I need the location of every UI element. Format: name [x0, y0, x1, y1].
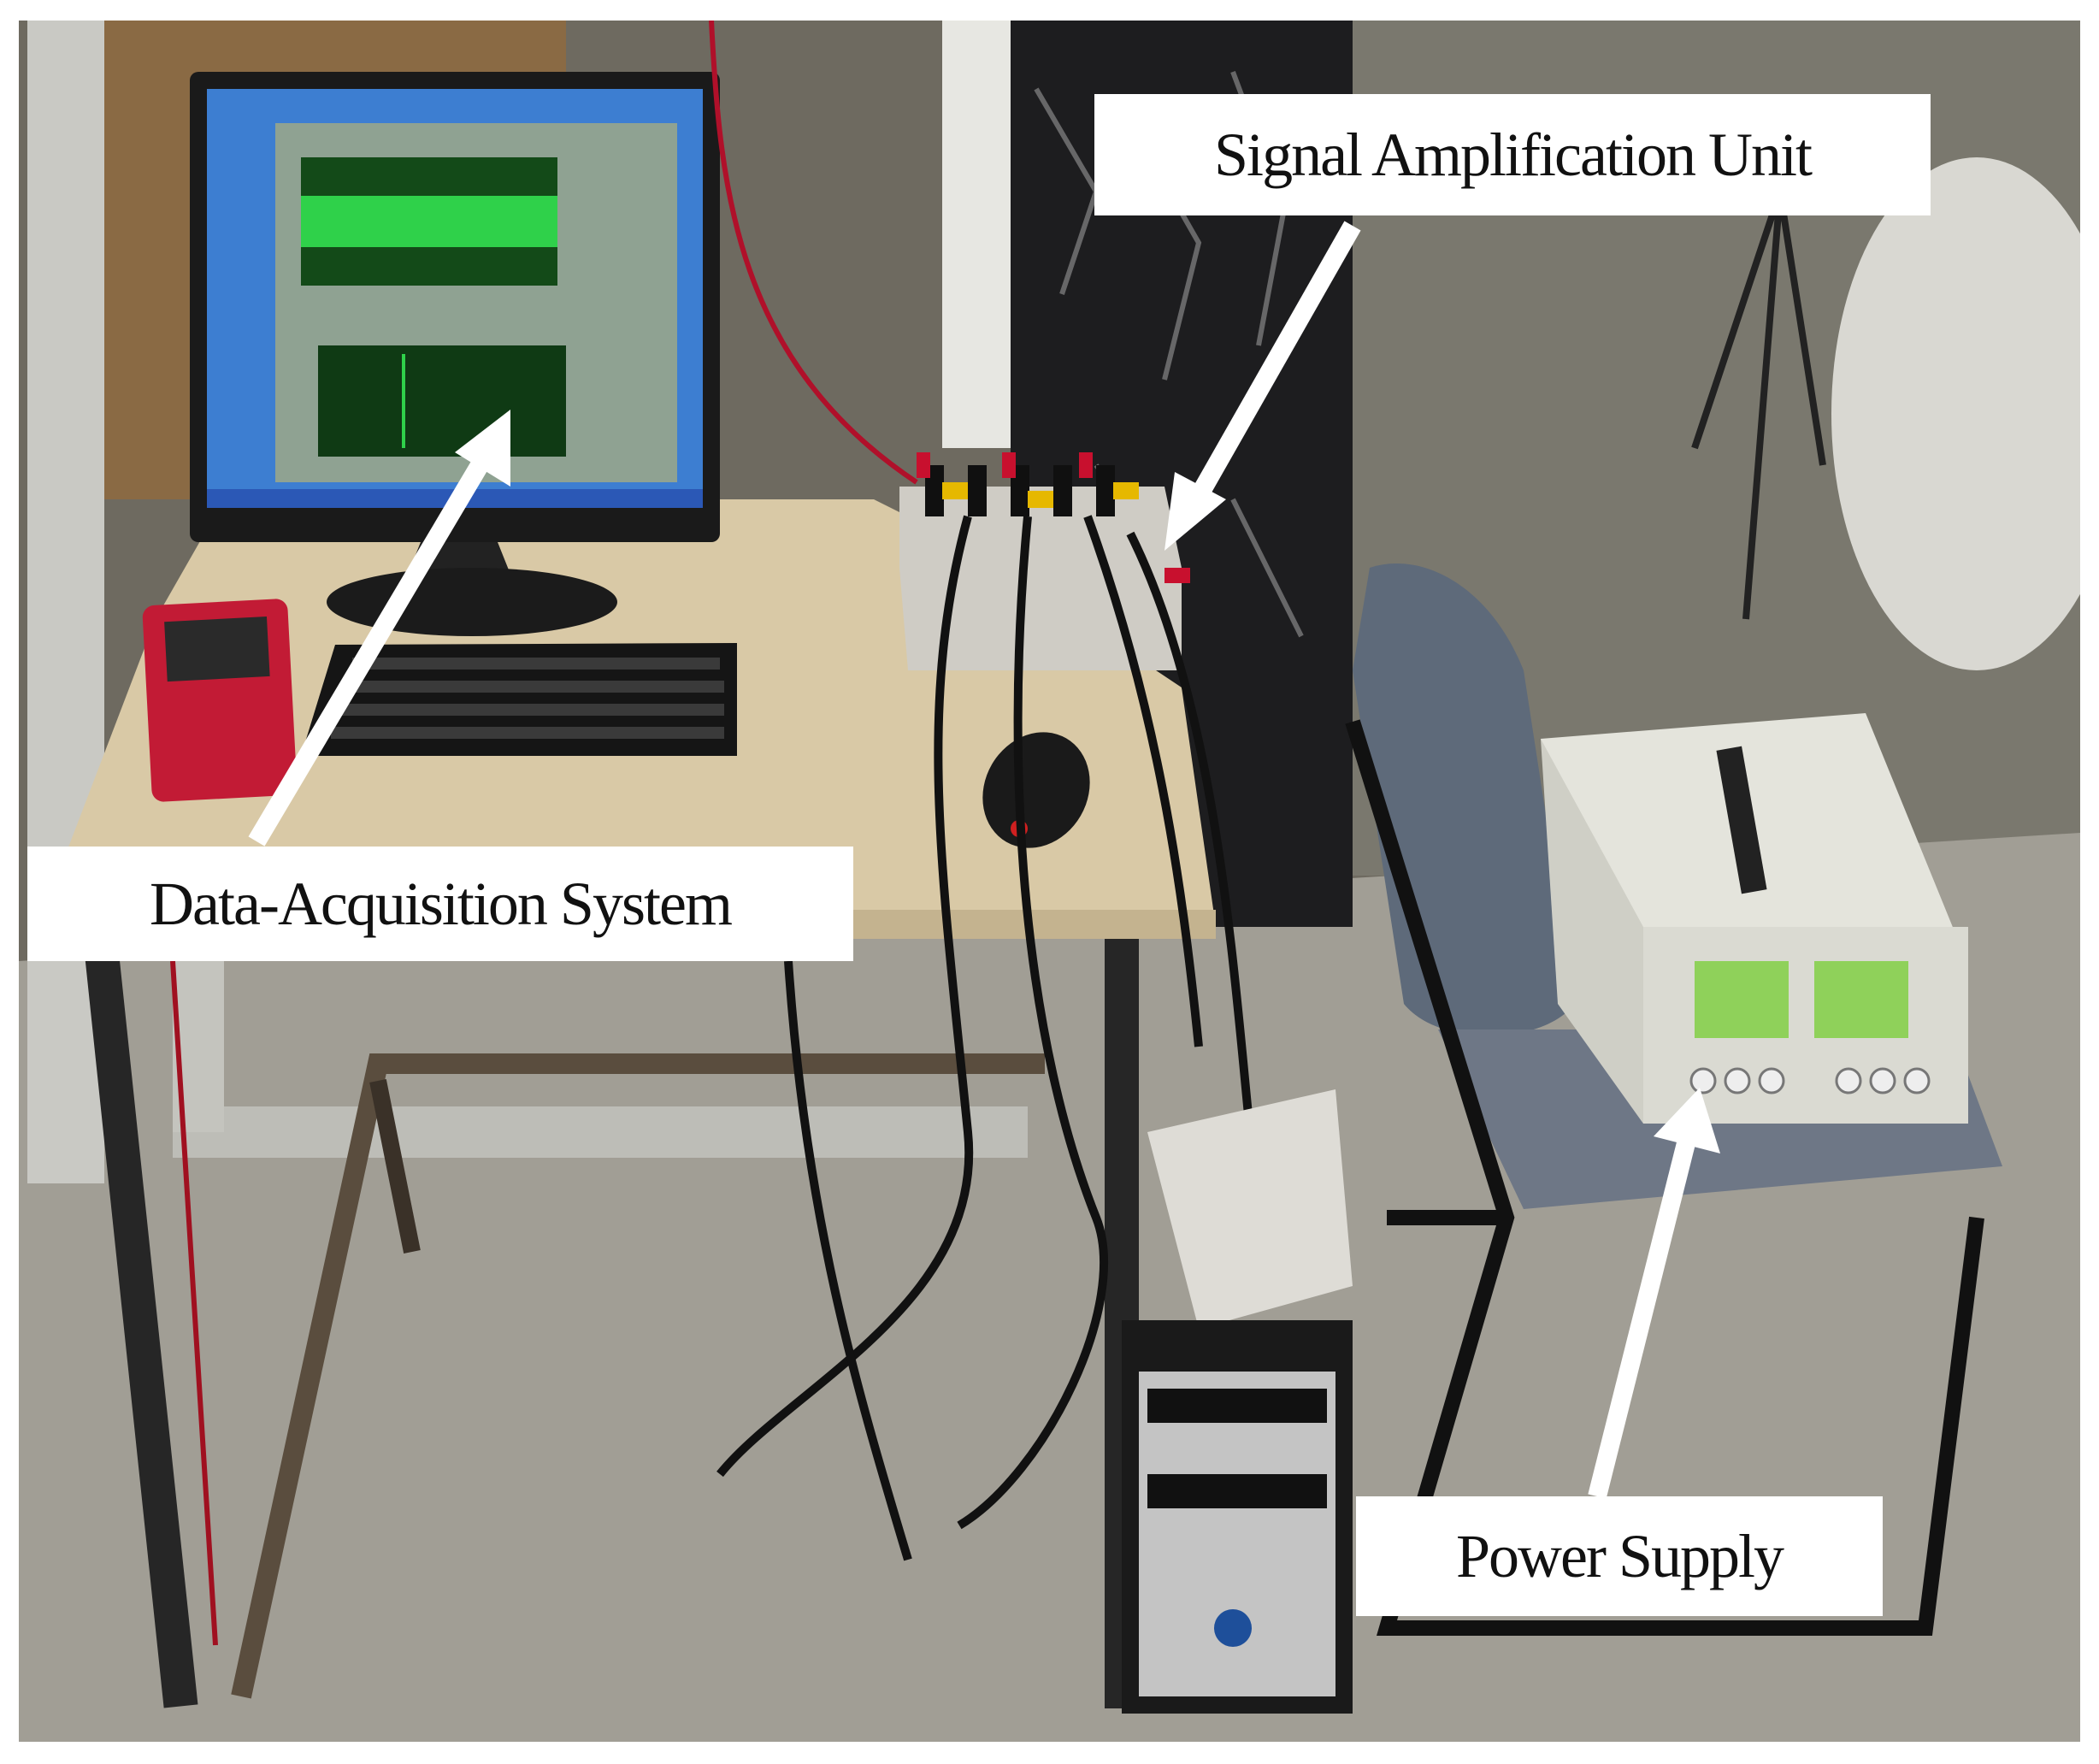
desk-rail-back: [369, 1079, 421, 1254]
mouse: [982, 732, 1090, 848]
label-signal-amplification-unit: Signal Amplification Unit: [1094, 94, 1931, 215]
arrow-data-acquisition: [248, 410, 510, 847]
tripod: [1691, 190, 1826, 620]
power-display-right: [1814, 961, 1908, 1038]
power-supply-side: [1541, 739, 1643, 1124]
aluminum-frame-rail: [173, 1106, 1028, 1158]
amplifier-box: [899, 487, 1182, 670]
pc-drive-bay-2: [1147, 1474, 1327, 1508]
power-display-left: [1695, 961, 1789, 1038]
lab-setup-photo: Signal Amplification Unit Data-Acquisiti…: [19, 21, 2080, 1742]
signal-plot-bottom: [318, 345, 566, 457]
desk-rail: [231, 1053, 1045, 1699]
label-power-supply: Power Supply: [1356, 1496, 1883, 1616]
red-wire: [709, 21, 918, 485]
signal-band: [301, 196, 557, 247]
multimeter-display: [164, 616, 270, 682]
pc-power-button: [1214, 1609, 1252, 1647]
amplifier-red-plugs: [917, 452, 1190, 583]
chair-frame: [1345, 719, 1984, 1636]
power-knobs: [1689, 1067, 1931, 1094]
power-supply-handle: [1716, 746, 1767, 894]
sacks: [1831, 157, 2080, 670]
white-post: [942, 21, 1011, 448]
daq-chassis: [1147, 1089, 1353, 1329]
pc-drive-bay: [1147, 1389, 1327, 1423]
label-data-acquisition-system: Data-Acquisition System: [27, 847, 853, 961]
keyboard-keys: [331, 658, 724, 739]
desk-leg-left: [83, 939, 198, 1708]
left-red-wire: [170, 960, 218, 1646]
arrow-signal-amplification: [1164, 221, 1361, 551]
arrow-power-supply: [1588, 1088, 1720, 1499]
amplifier-yellow-tags: [942, 482, 1139, 508]
power-supply-front: [1643, 927, 1968, 1124]
monitor-base: [327, 568, 617, 636]
cables: [716, 515, 1254, 1561]
